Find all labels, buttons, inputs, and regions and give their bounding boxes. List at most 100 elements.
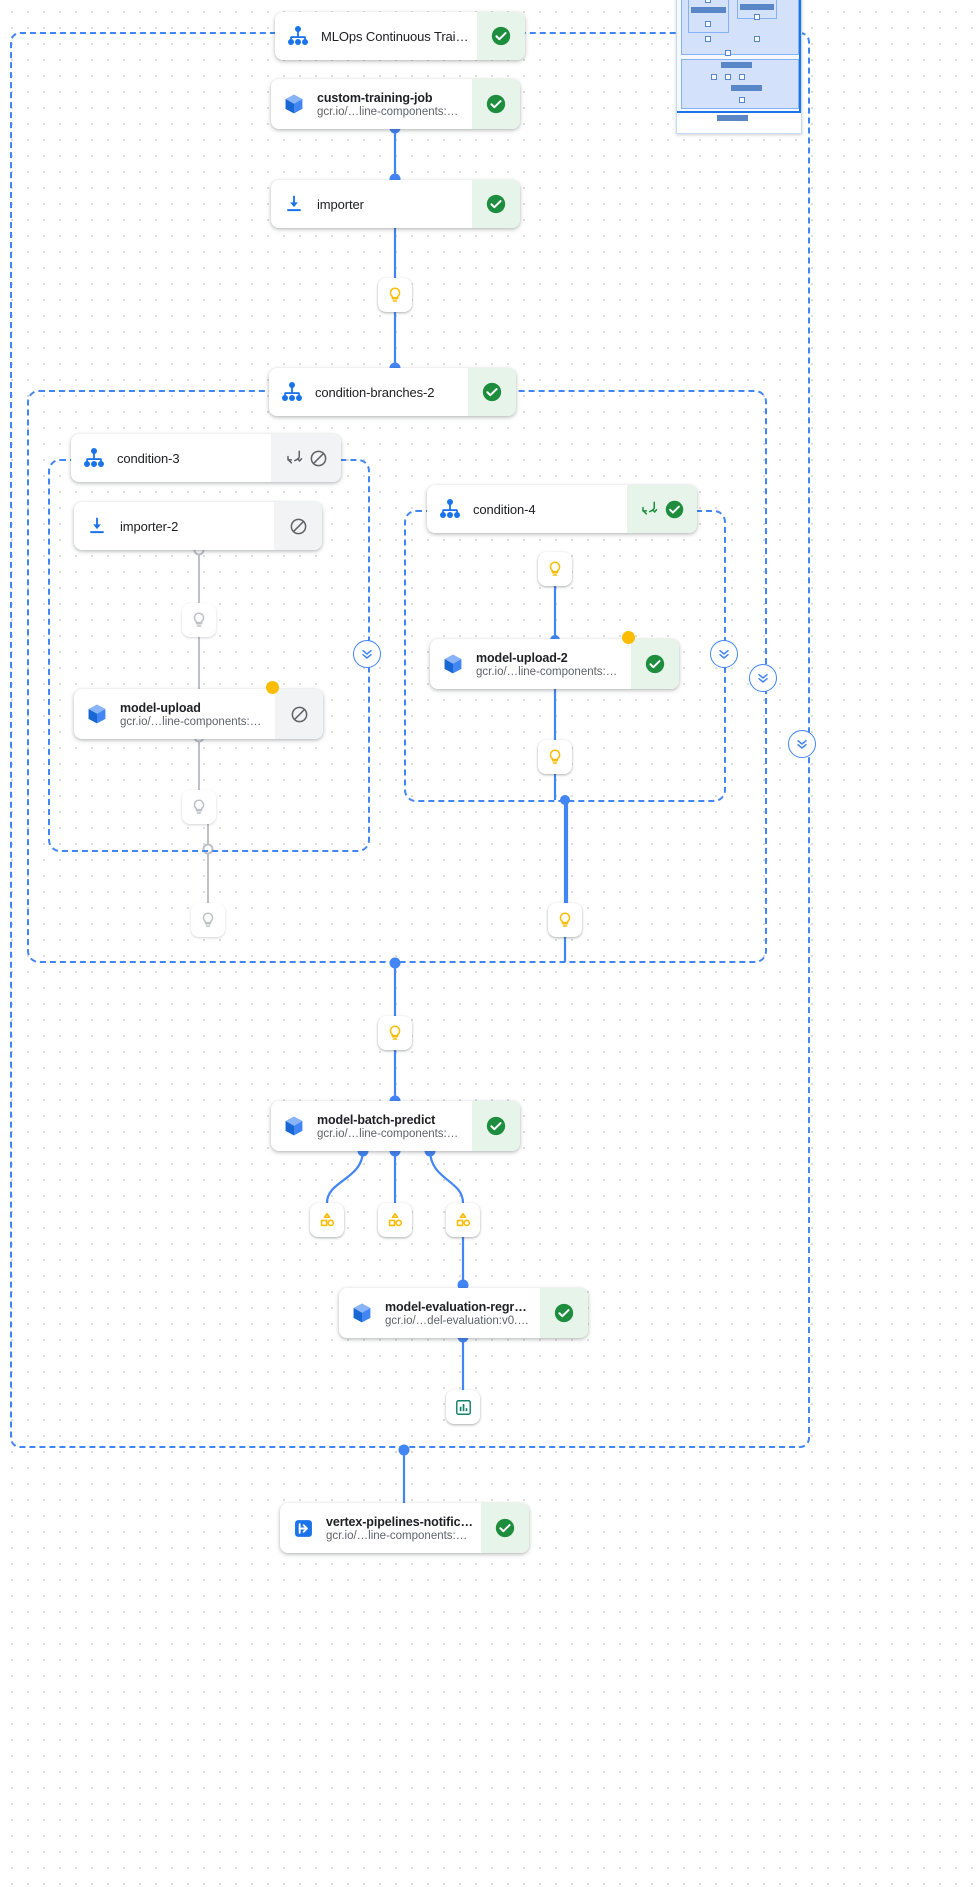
node-subtitle: gcr.io/…line-components:2.6.0	[120, 715, 267, 728]
node-label-wrap: vertex-pipelines-notificat… gcr.io/…line…	[326, 1515, 481, 1542]
node-condition-4[interactable]: condition-4	[427, 485, 697, 533]
node-vertex-pipelines-notification[interactable]: vertex-pipelines-notificat… gcr.io/…line…	[280, 1503, 529, 1553]
status-badge-succeeded	[468, 368, 516, 416]
minimap-artifact-square	[705, 21, 711, 27]
minimap-artifact-square	[725, 74, 731, 80]
artifact-chip-after-model-upload-2[interactable]	[538, 740, 572, 774]
chevron-double-down-icon	[797, 739, 807, 749]
artifact-chip-condition-3-output[interactable]	[191, 903, 225, 937]
node-mlops-continuous-training[interactable]: MLOps Continuous Traini…	[275, 12, 525, 60]
status-badge-skipped	[274, 502, 322, 550]
node-label-wrap: model-batch-predict gcr.io/…line-compone…	[317, 1113, 472, 1140]
minimap-artifact-square	[754, 36, 760, 42]
dataset-artifact-chip-3[interactable]	[446, 1203, 480, 1237]
node-model-batch-predict[interactable]: model-batch-predict gcr.io/…line-compone…	[271, 1101, 520, 1151]
dag-root-icon	[269, 380, 315, 404]
node-custom-training-job[interactable]: custom-training-job gcr.io/…line-compone…	[271, 79, 520, 129]
node-subtitle: gcr.io/…line-components:2.6.0	[326, 1529, 473, 1542]
status-badge-succeeded	[481, 1503, 529, 1553]
chevron-double-down-icon	[758, 673, 768, 683]
collapse-toggle-condition-3[interactable]	[353, 640, 381, 668]
metrics-artifact-chip[interactable]	[446, 1390, 480, 1424]
status-badge-succeeded	[472, 1101, 520, 1151]
dataset-artifact-chip-1[interactable]	[310, 1203, 344, 1237]
not-allowed-icon	[290, 518, 306, 534]
node-label-wrap: custom-training-job gcr.io/…line-compone…	[317, 91, 472, 118]
minimap-node-bar	[740, 4, 774, 10]
not-allowed-icon	[310, 450, 326, 466]
node-label-wrap: condition-3	[117, 451, 271, 466]
container-box-icon	[430, 652, 476, 676]
status-badge-succeeded	[540, 1288, 588, 1338]
import-download-icon	[74, 515, 120, 537]
minimap-artifact-square	[711, 74, 717, 80]
artifact-chip-before-model-upload-2[interactable]	[538, 552, 572, 586]
node-subtitle: gcr.io/…line-components:2.6.0	[317, 105, 464, 118]
container-box-icon	[271, 1114, 317, 1138]
status-badge-skipped	[271, 434, 341, 482]
node-label-wrap: condition-branches-2	[315, 385, 468, 400]
artifact-chip-after-importer[interactable]	[378, 278, 412, 312]
node-title: model-evaluation-regres…	[385, 1299, 532, 1314]
node-importer[interactable]: importer	[271, 180, 520, 228]
minimap-inner-group-left	[688, 0, 729, 33]
graph-minimap[interactable]	[676, 0, 802, 134]
container-box-icon	[339, 1301, 385, 1325]
container-box-icon	[74, 702, 120, 726]
artifact-chip-after-model-upload[interactable]	[182, 790, 216, 824]
node-subtitle: gcr.io/…line-components:2.6.0	[476, 665, 623, 678]
import-download-icon	[271, 193, 317, 215]
node-title: model-upload-2	[476, 650, 568, 665]
node-title: importer	[317, 196, 364, 212]
artifact-chip-after-importer-2[interactable]	[182, 603, 216, 637]
node-label-wrap: condition-4	[473, 502, 627, 517]
node-title: MLOps Continuous Traini…	[321, 28, 469, 44]
node-label-wrap: importer	[317, 197, 472, 212]
minimap-viewport[interactable]	[677, 0, 801, 113]
not-allowed-icon	[291, 706, 307, 722]
status-badge-succeeded	[472, 180, 520, 228]
node-subtitle: gcr.io/…del-evaluation:v0.9.3	[385, 1314, 532, 1327]
node-title: custom-training-job	[317, 90, 433, 105]
node-model-upload-2[interactable]: model-upload-2 gcr.io/…line-components:2…	[430, 639, 679, 689]
status-badge-skipped	[275, 689, 323, 739]
minimap-node-bar	[691, 7, 726, 13]
node-title: model-batch-predict	[317, 1112, 436, 1127]
artifact-output-dot-model-upload[interactable]	[266, 681, 279, 694]
check-circle-icon	[665, 500, 683, 518]
node-condition-branches-2[interactable]: condition-branches-2	[269, 368, 516, 416]
exit-arrow-icon	[280, 1517, 326, 1540]
node-label-wrap: model-upload gcr.io/…line-components:2.6…	[120, 701, 275, 728]
node-title: condition-branches-2	[315, 384, 435, 400]
node-title: condition-3	[117, 450, 180, 466]
status-badge-succeeded	[627, 485, 697, 533]
node-title: condition-4	[473, 501, 536, 517]
node-label-wrap: importer-2	[120, 519, 274, 534]
collapse-toggle-condition-branches-2[interactable]	[749, 664, 777, 692]
status-badge-succeeded	[477, 12, 525, 60]
node-model-evaluation-regression[interactable]: model-evaluation-regres… gcr.io/…del-eva…	[339, 1288, 588, 1338]
node-subtitle: gcr.io/…line-components:2.6.0	[317, 1127, 464, 1140]
node-model-upload[interactable]: model-upload gcr.io/…line-components:2.6…	[74, 689, 323, 739]
minimap-artifact-square	[739, 74, 745, 80]
artifact-chip-condition-4-output[interactable]	[548, 903, 582, 937]
node-title: model-upload	[120, 700, 201, 715]
status-badge-succeeded	[631, 639, 679, 689]
minimap-artifact-square	[754, 14, 760, 20]
collapse-toggle-root-dag[interactable]	[788, 730, 816, 758]
minimap-node-bar	[717, 115, 748, 121]
status-badge-succeeded	[472, 79, 520, 129]
collapse-toggle-condition-4[interactable]	[710, 640, 738, 668]
dataset-artifact-chip-2[interactable]	[378, 1203, 412, 1237]
node-label-wrap: MLOps Continuous Traini…	[321, 29, 477, 44]
node-condition-3[interactable]: condition-3	[71, 434, 341, 482]
minimap-artifact-square	[705, 0, 711, 3]
node-label-wrap: model-upload-2 gcr.io/…line-components:2…	[476, 651, 631, 678]
minimap-artifact-square	[725, 50, 731, 56]
artifact-chip-condition-branches-output[interactable]	[378, 1016, 412, 1050]
minimap-node-bar	[731, 85, 762, 91]
node-importer-2[interactable]: importer-2	[74, 502, 322, 550]
artifact-output-dot-model-upload-2[interactable]	[622, 631, 635, 644]
dag-root-icon	[71, 446, 117, 470]
